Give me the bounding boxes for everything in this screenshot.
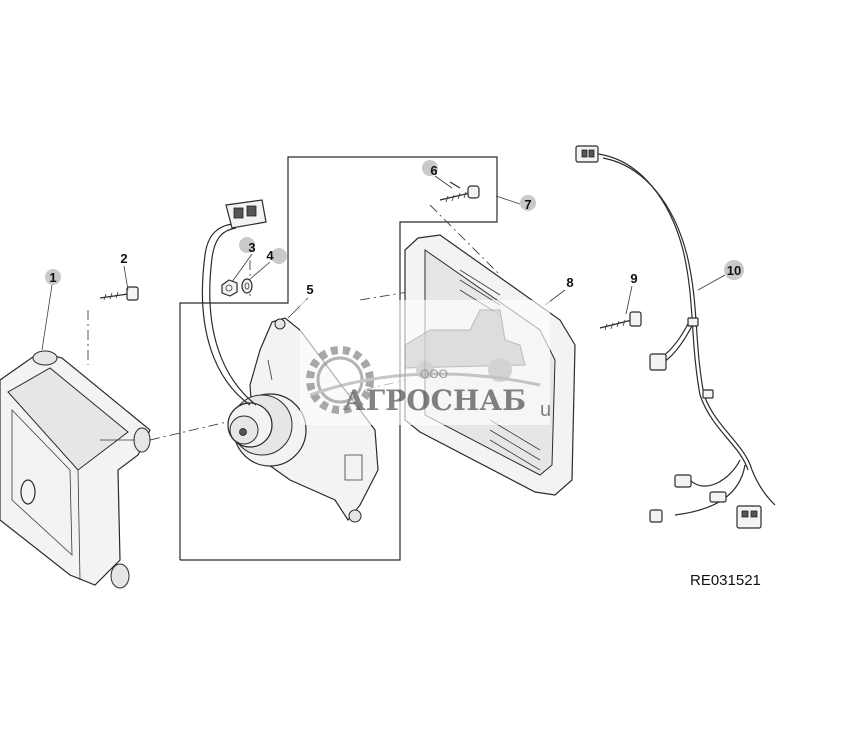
- callout-6: 6: [422, 160, 438, 178]
- watermark-suffix: u: [540, 399, 551, 421]
- callouts: 1 2 3 4 5 6 7 8 9 10: [45, 160, 744, 297]
- part-1-mounting-bracket: [0, 350, 151, 589]
- part-10-wiring-harness: [575, 145, 776, 529]
- harness-terminal: [649, 509, 663, 523]
- callout-5: 5: [306, 282, 313, 297]
- callout-4: 4: [266, 248, 287, 264]
- watermark-brand: АГРОСНАБ: [343, 384, 526, 417]
- svg-text:5: 5: [306, 282, 313, 297]
- watermark: ООО АГРОСНАБ u: [300, 300, 551, 425]
- callout-10: 10: [724, 260, 744, 280]
- watermark-company-type: ООО: [420, 367, 448, 381]
- svg-text:7: 7: [524, 197, 531, 212]
- part-6-screw: [439, 181, 480, 203]
- group-outline-5: [179, 156, 498, 561]
- harness-connector-small: [674, 474, 692, 488]
- callout-3: 3: [239, 237, 256, 255]
- svg-text:4: 4: [266, 248, 274, 263]
- svg-text:8: 8: [566, 275, 573, 290]
- part-3-nut: [221, 279, 238, 297]
- callout-2: 2: [120, 251, 127, 266]
- reference-code: RE031521: [690, 572, 761, 589]
- harness-fuse-holder: [709, 491, 727, 503]
- part-4-washer: [241, 278, 253, 294]
- part-9-bolt: [599, 311, 642, 331]
- svg-text:6: 6: [430, 163, 437, 178]
- harness-connector-mid: [649, 353, 667, 371]
- callout-9: 9: [630, 271, 637, 286]
- svg-text:2: 2: [120, 251, 127, 266]
- callout-8: 8: [566, 275, 573, 290]
- harness-connector-bottom: [736, 505, 762, 529]
- svg-text:9: 9: [630, 271, 637, 286]
- svg-text:10: 10: [727, 263, 741, 278]
- svg-text:1: 1: [49, 270, 56, 285]
- svg-text:3: 3: [248, 240, 255, 255]
- part-2-bolt: [99, 286, 139, 301]
- callout-7: 7: [520, 195, 536, 212]
- callout-1: 1: [45, 269, 61, 285]
